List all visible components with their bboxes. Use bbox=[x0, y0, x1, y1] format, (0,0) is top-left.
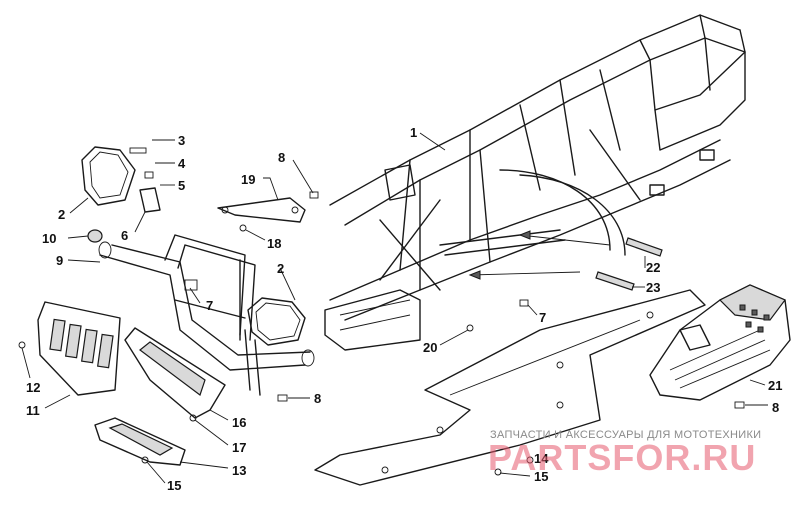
main-frame bbox=[324, 14, 746, 351]
callout-label: 8 bbox=[314, 391, 321, 406]
callout-label: 2 bbox=[58, 207, 65, 222]
callout-label: 20 bbox=[423, 340, 437, 355]
callout-labels: 1 2 3 4 5 6 7 8 19 18 2 10 9 7 12 11 16 … bbox=[26, 125, 782, 493]
callout-label: 13 bbox=[232, 463, 246, 478]
headlight-left bbox=[81, 146, 136, 206]
footrest bbox=[649, 284, 791, 401]
callout-label: 5 bbox=[178, 178, 185, 193]
callout-label: 6 bbox=[121, 228, 128, 243]
callout-label: 12 bbox=[26, 380, 40, 395]
watermark-caption: ЗАПЧАСТИ И АКСЕССУАРЫ ДЛЯ МОТОТЕХНИКИ bbox=[490, 429, 762, 441]
hardware bbox=[18, 147, 745, 476]
mount-bracket bbox=[217, 197, 306, 223]
callout-label: 16 bbox=[232, 415, 246, 430]
callout-label: 7 bbox=[539, 310, 546, 325]
callout-label: 7 bbox=[206, 298, 213, 313]
callout-label: 8 bbox=[278, 150, 285, 165]
callout-label: 22 bbox=[646, 260, 660, 275]
callout-label: 14 bbox=[534, 451, 549, 466]
front-bumper bbox=[98, 234, 315, 396]
callout-label: 9 bbox=[56, 253, 63, 268]
callout-label: 21 bbox=[768, 378, 782, 393]
front-grille bbox=[37, 301, 121, 396]
callout-label: 10 bbox=[42, 231, 56, 246]
callout-label: 23 bbox=[646, 280, 660, 295]
callout-label: 3 bbox=[178, 133, 185, 148]
callout-label: 17 bbox=[232, 440, 246, 455]
headlight-right bbox=[247, 297, 306, 346]
callout-label: 8 bbox=[772, 400, 779, 415]
callout-label: 4 bbox=[178, 156, 186, 171]
callout-label: 2 bbox=[277, 261, 284, 276]
callout-label: 1 bbox=[410, 125, 417, 140]
leader-lines bbox=[21, 132, 768, 484]
watermark-logo: PARTSFOR.RU bbox=[488, 437, 757, 478]
callout-label: 15 bbox=[534, 469, 548, 484]
callout-label: 18 bbox=[267, 236, 281, 251]
side-bracket bbox=[124, 327, 226, 419]
lower-guard bbox=[94, 417, 186, 466]
callout-label: 19 bbox=[241, 172, 255, 187]
callout-label: 11 bbox=[26, 403, 40, 418]
skid-plate bbox=[314, 289, 706, 486]
callout-label: 15 bbox=[167, 478, 181, 493]
